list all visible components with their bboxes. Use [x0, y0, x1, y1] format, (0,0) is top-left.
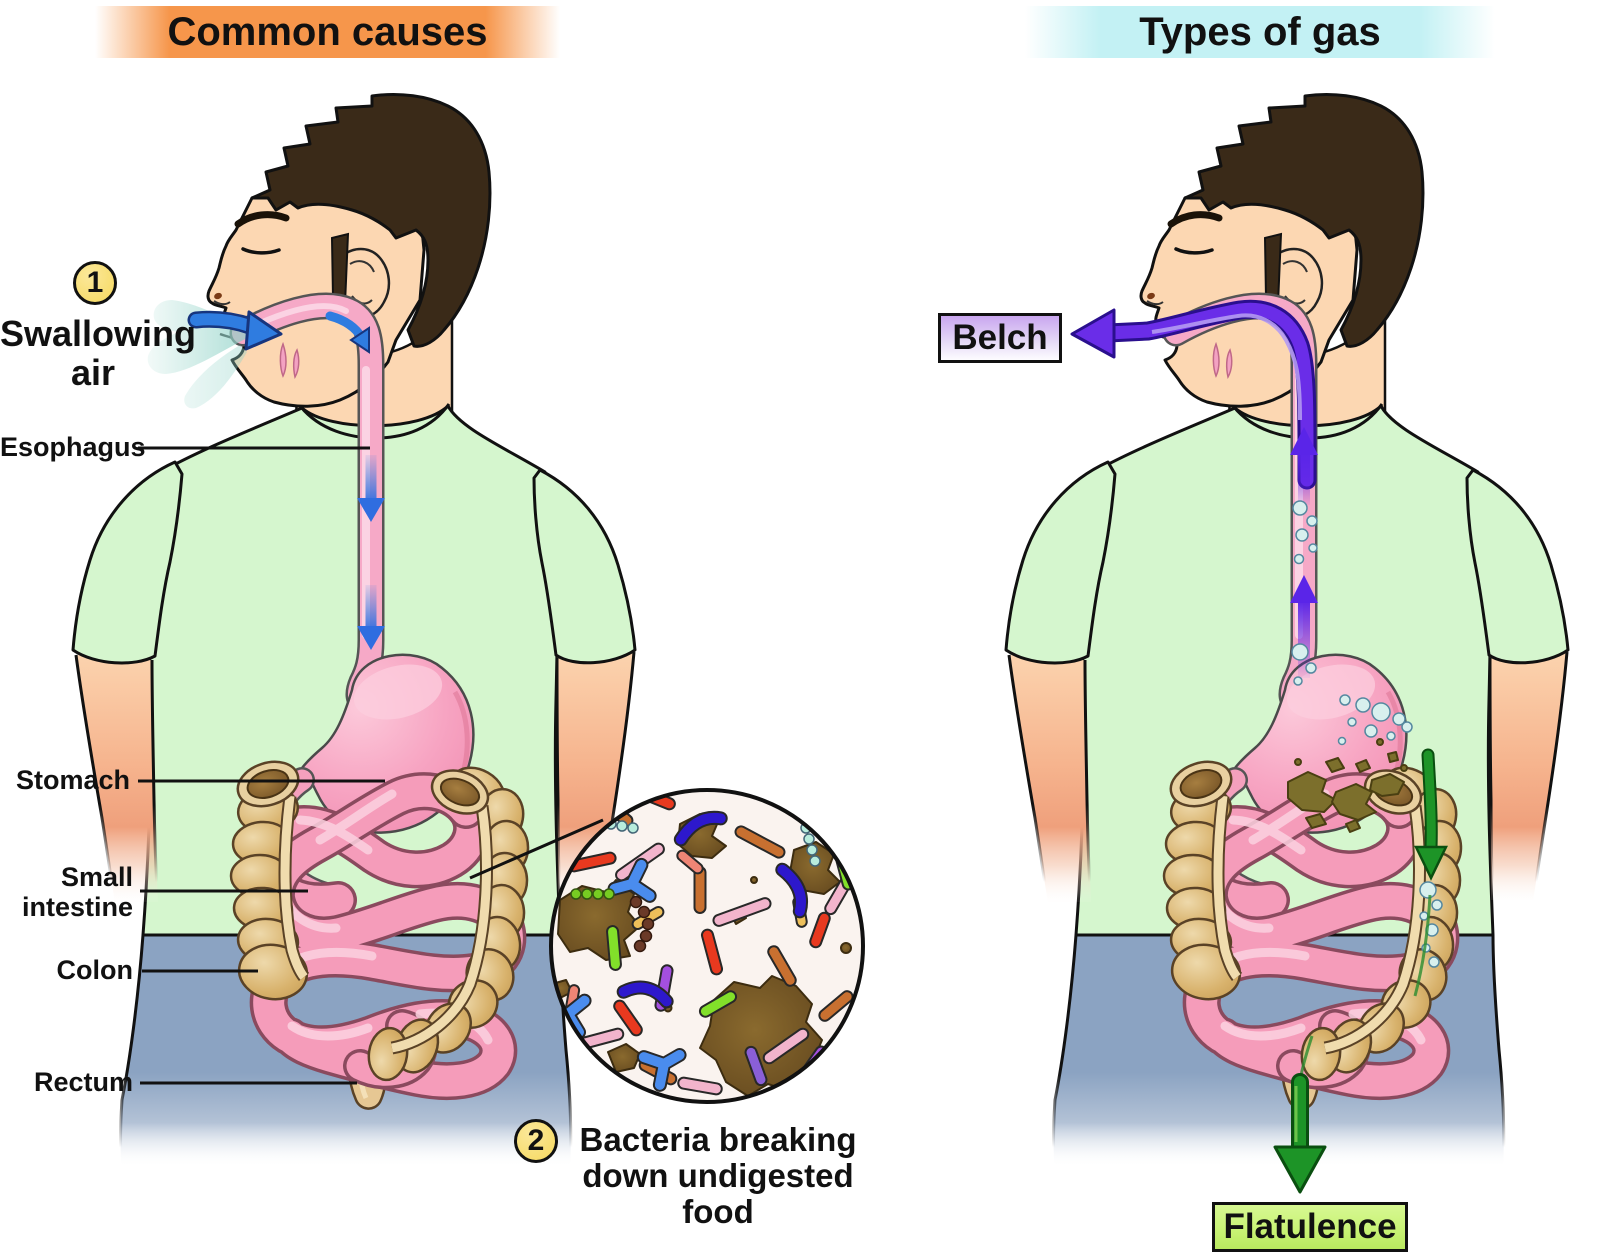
bacteria-bent-rods [616, 810, 808, 1009]
swallow-arrow [187, 310, 283, 351]
bacteria-caption-line1: Bacteria breaking [579, 1121, 857, 1158]
belch-arrow [1070, 299, 1317, 490]
pharynx-arrow [325, 311, 370, 354]
right-panel-title: Types of gas [1025, 6, 1495, 58]
left-panel-title: Common causes [95, 6, 560, 58]
flatulence-tag: Flatulence [1212, 1202, 1408, 1252]
colon-gas-arrow [1299, 748, 1448, 1077]
esophagus-up-arrows [1290, 427, 1318, 678]
stomach-label: Stomach [15, 765, 130, 795]
small-intestine-line2: intestine [21, 892, 133, 922]
swallowing-air-line1: Swallowing [0, 313, 197, 354]
flatulence-arrow [1273, 1073, 1327, 1194]
esophagus-down-arrows [357, 455, 385, 650]
step-2-badge: 2 [514, 1119, 558, 1163]
bacteria-caption: Bacteria breaking down undigested food [553, 1122, 883, 1230]
flatulence-text: Flatulence [1223, 1207, 1397, 1246]
small-intestine-line1: Small [60, 862, 133, 892]
bacteria-inset [549, 788, 865, 1104]
rectum-label: Rectum [33, 1067, 133, 1097]
belch-text: Belch [952, 318, 1048, 357]
step-2-number: 2 [527, 1124, 545, 1157]
stomach-food-chunks [1287, 738, 1408, 833]
swallowing-air-label: Swallowing air [0, 313, 197, 393]
colon-label: Colon [56, 955, 133, 985]
label-pointer-lines [138, 446, 604, 1085]
person-right [1006, 94, 1568, 1170]
gas-bubbles [1291, 500, 1443, 968]
bacteria-caption-line3: food [682, 1193, 754, 1230]
bacteria-caption-line2: down undigested [582, 1157, 854, 1194]
esophagus-label: Esophagus [0, 432, 146, 462]
step-1-number: 1 [86, 266, 104, 299]
step-1-badge: 1 [73, 261, 117, 305]
undigested-food-particles [551, 813, 852, 1097]
swallowing-air-line2: air [70, 352, 116, 393]
belch-tag: Belch [938, 313, 1062, 363]
small-intestine-label: Small intestine [0, 862, 133, 922]
person-left [73, 94, 635, 1170]
